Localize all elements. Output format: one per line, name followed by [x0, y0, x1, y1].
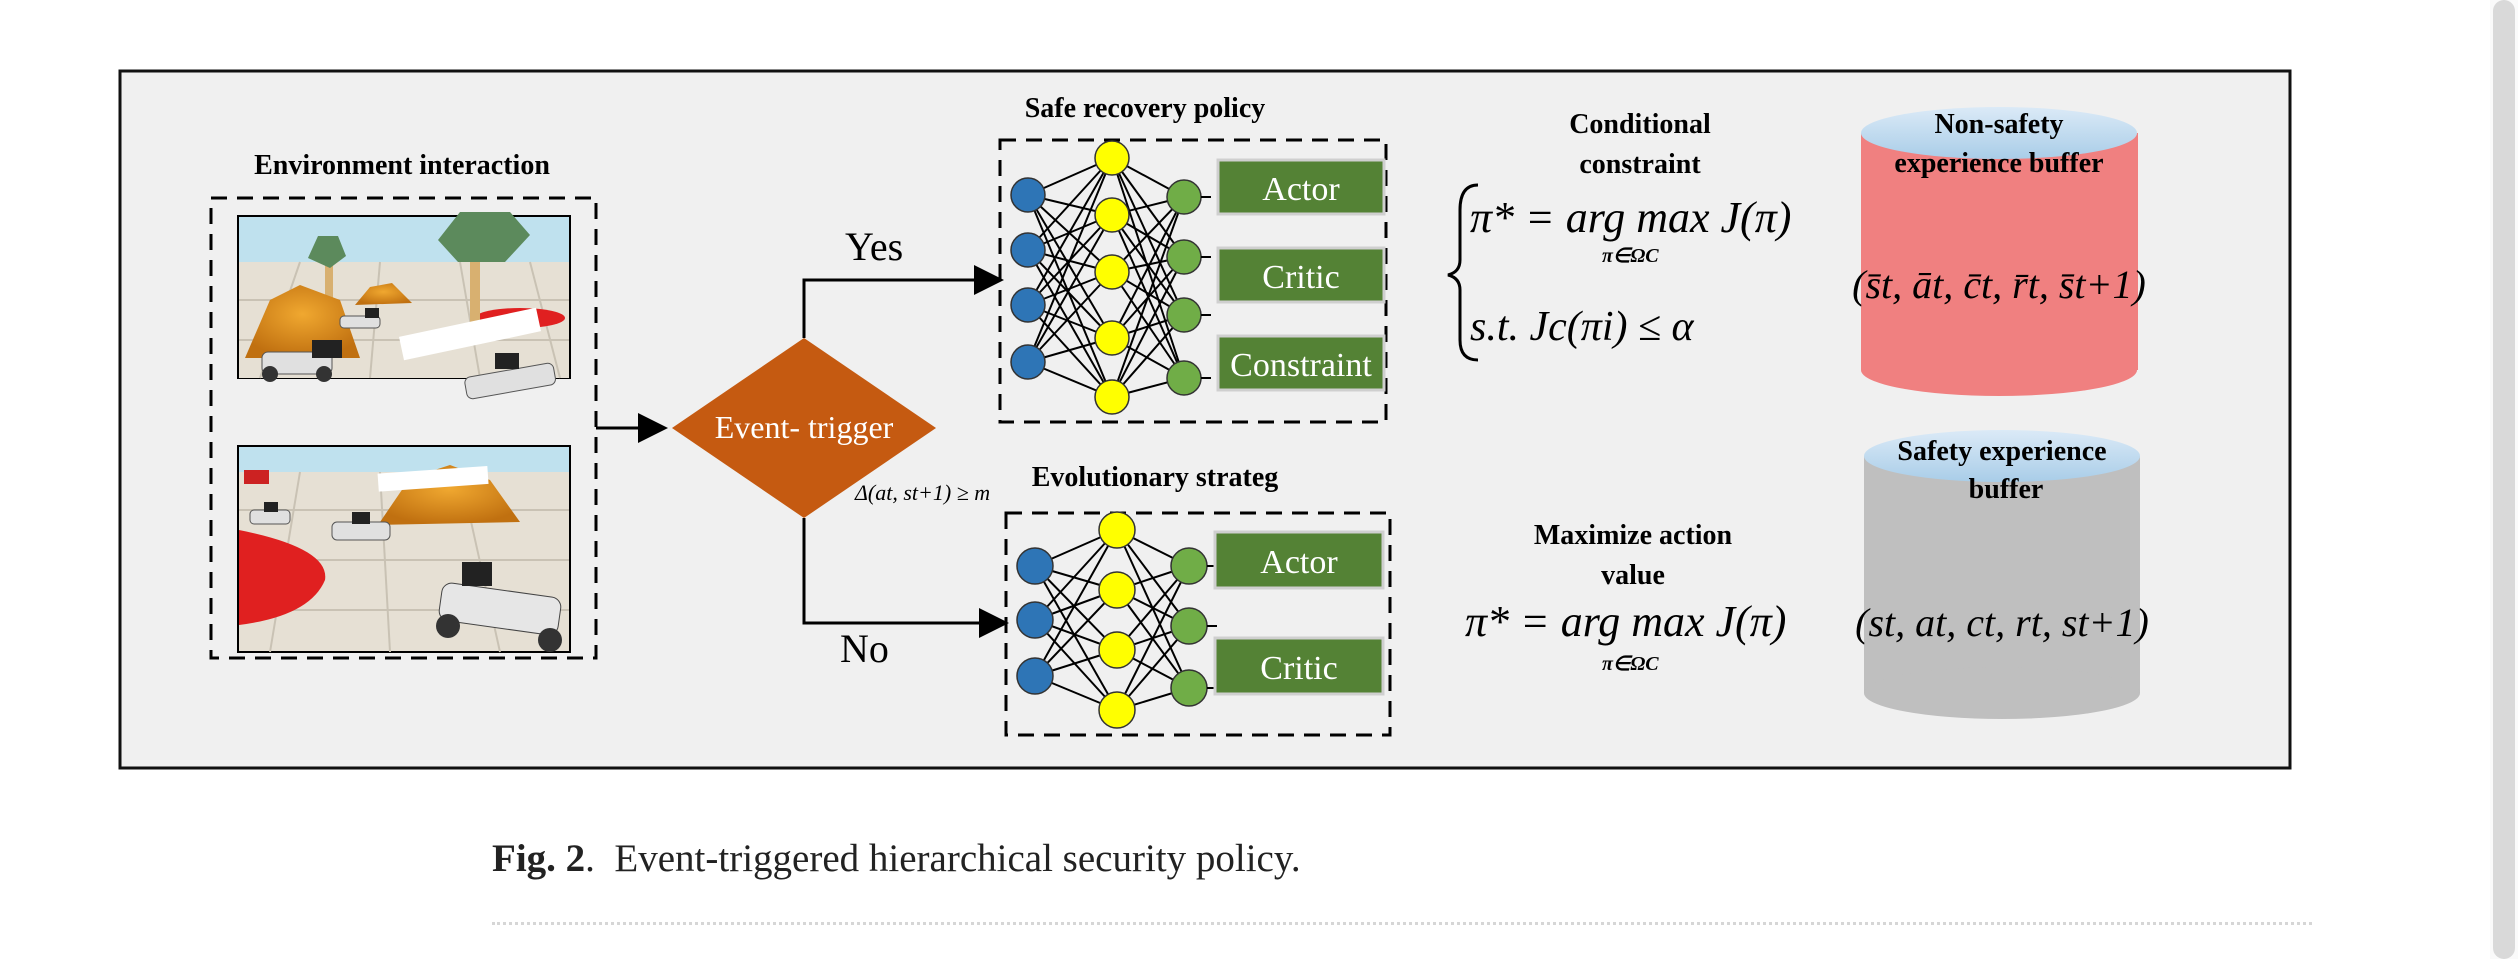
safe-net-node [1166, 297, 1202, 333]
safe-net-node [1094, 320, 1130, 356]
safety-tuple: (st, at, ct, rt, st+1) [1855, 600, 2149, 645]
evo-net-node [1170, 607, 1208, 645]
safe-net-node [1094, 379, 1130, 415]
safety-title-2: buffer [1969, 474, 2044, 505]
scrollbar-thumb[interactable] [2493, 0, 2515, 959]
evo-net-node [1098, 691, 1136, 729]
sim-scene-top [237, 212, 571, 400]
event-trigger-diamond [672, 338, 936, 518]
safe-net-node [1166, 239, 1202, 275]
safe-net-edge [1111, 196, 1185, 398]
safe-net-edge [1027, 194, 1113, 398]
max-title-1: Maximize action [1534, 520, 1733, 551]
safe-policy-frame [998, 138, 1388, 424]
equation-1: π* = arg max J(π) [1470, 193, 1791, 242]
sim-scene-bottom [237, 445, 571, 653]
evo-net-edge [1034, 565, 1118, 711]
safe-net-node [1094, 254, 1130, 290]
evo-net-node [1016, 601, 1054, 639]
safe-net-node [1010, 177, 1046, 213]
evo-net-edge [1034, 619, 1118, 711]
safe-critic-box: Critic [1216, 246, 1386, 304]
caption-text: Event-triggered hierarchical security po… [614, 837, 1301, 880]
safe-actor-box: Actor [1216, 158, 1386, 216]
evo-net-node [1098, 511, 1136, 549]
figure-caption: Fig. 2. Event-triggered hierarchical sec… [492, 836, 1301, 881]
evo-net-node [1016, 547, 1054, 585]
evo-critic-label: Critic [1260, 650, 1337, 687]
evo-net-node [1170, 669, 1208, 707]
safe-net-edge [1111, 157, 1185, 258]
env-frame [209, 196, 598, 660]
equation-1-sub: π∈ΩC [1602, 245, 1659, 267]
evo-net-edge [1034, 565, 1118, 651]
safe-actor-label: Actor [1262, 171, 1340, 208]
caption-label: Fig. 2 [492, 837, 586, 880]
safe-net-edge [1111, 314, 1185, 398]
evo-net-node [1016, 657, 1054, 695]
safe-constraint-box: Constraint [1216, 334, 1386, 392]
safety-title-1: Safety experience [1897, 436, 2106, 467]
evo-actor-label: Actor [1260, 544, 1338, 581]
equation-2: s.t. Jc(πi) ≤ α [1470, 304, 1695, 350]
safe-policy-network [1010, 140, 1211, 415]
evo-net-node [1098, 631, 1136, 669]
safe-net-edge [1027, 249, 1113, 339]
evo-network [1016, 511, 1217, 729]
env-title: Environment interaction [254, 150, 550, 181]
arrow-no [802, 518, 1009, 638]
evo-frame [1004, 511, 1392, 737]
safe-net-edge [1027, 214, 1113, 363]
figure-diagram: Environment interaction [118, 69, 2292, 770]
safe-net-node [1094, 140, 1130, 176]
safe-net-node [1094, 197, 1130, 233]
safe-constraint-label: Constraint [1230, 347, 1372, 384]
arrow-yes [802, 265, 1004, 338]
safe-net-node [1010, 287, 1046, 323]
trigger-condition: Δ(at, st+1) ≥ m [854, 480, 990, 505]
max-title-2: value [1601, 560, 1665, 591]
safety-buffer [1864, 430, 2140, 719]
evo-actor-box: Actor [1213, 530, 1385, 590]
event-trigger-label: Event- trigger [715, 409, 894, 445]
safe-net-node [1010, 232, 1046, 268]
safe-net-edge [1027, 157, 1113, 306]
brace [1447, 183, 1479, 362]
safe-net-node [1010, 344, 1046, 380]
safe-net-edge [1111, 196, 1185, 339]
non-safety-title-1: Non-safety [1934, 109, 2063, 140]
safe-net-node [1166, 179, 1202, 215]
evo-net-edge [1034, 529, 1118, 621]
evo-critic-box: Critic [1213, 636, 1385, 696]
evo-net-node [1170, 547, 1208, 585]
safe-net-edge [1027, 194, 1113, 339]
equation-3: π* = arg max J(π) [1465, 597, 1786, 646]
yes-label: Yes [845, 224, 903, 269]
cond-title-1: Conditional [1569, 109, 1711, 140]
non-safety-tuple: (s̄t, āt, c̄t, r̄t, s̄t+1) [1852, 262, 2146, 307]
cond-title-2: constraint [1579, 149, 1701, 180]
safe-net-edge [1027, 249, 1113, 398]
evo-net-edge [1034, 589, 1118, 677]
non-safety-buffer [1861, 107, 2138, 396]
caption-label-dot: . [585, 837, 615, 880]
safe-net-edge [1027, 271, 1113, 363]
non-safety-title-2: experience buffer [1894, 148, 2103, 179]
evo-net-edge [1116, 565, 1190, 711]
safe-net-edge [1027, 157, 1113, 251]
evo-net-node [1098, 571, 1136, 609]
evo-title: Evolutionary strateg [1032, 462, 1279, 493]
equation-3-sub: π∈ΩC [1602, 653, 1659, 675]
safe-net-edge [1027, 157, 1113, 363]
safe-net-node [1166, 360, 1202, 396]
evo-net-edge [1034, 529, 1118, 677]
no-label: No [840, 626, 889, 671]
section-separator [492, 922, 2312, 925]
safe-critic-label: Critic [1262, 259, 1339, 296]
safe-policy-title: Safe recovery policy [1025, 93, 1266, 124]
safe-net-edge [1111, 256, 1185, 398]
